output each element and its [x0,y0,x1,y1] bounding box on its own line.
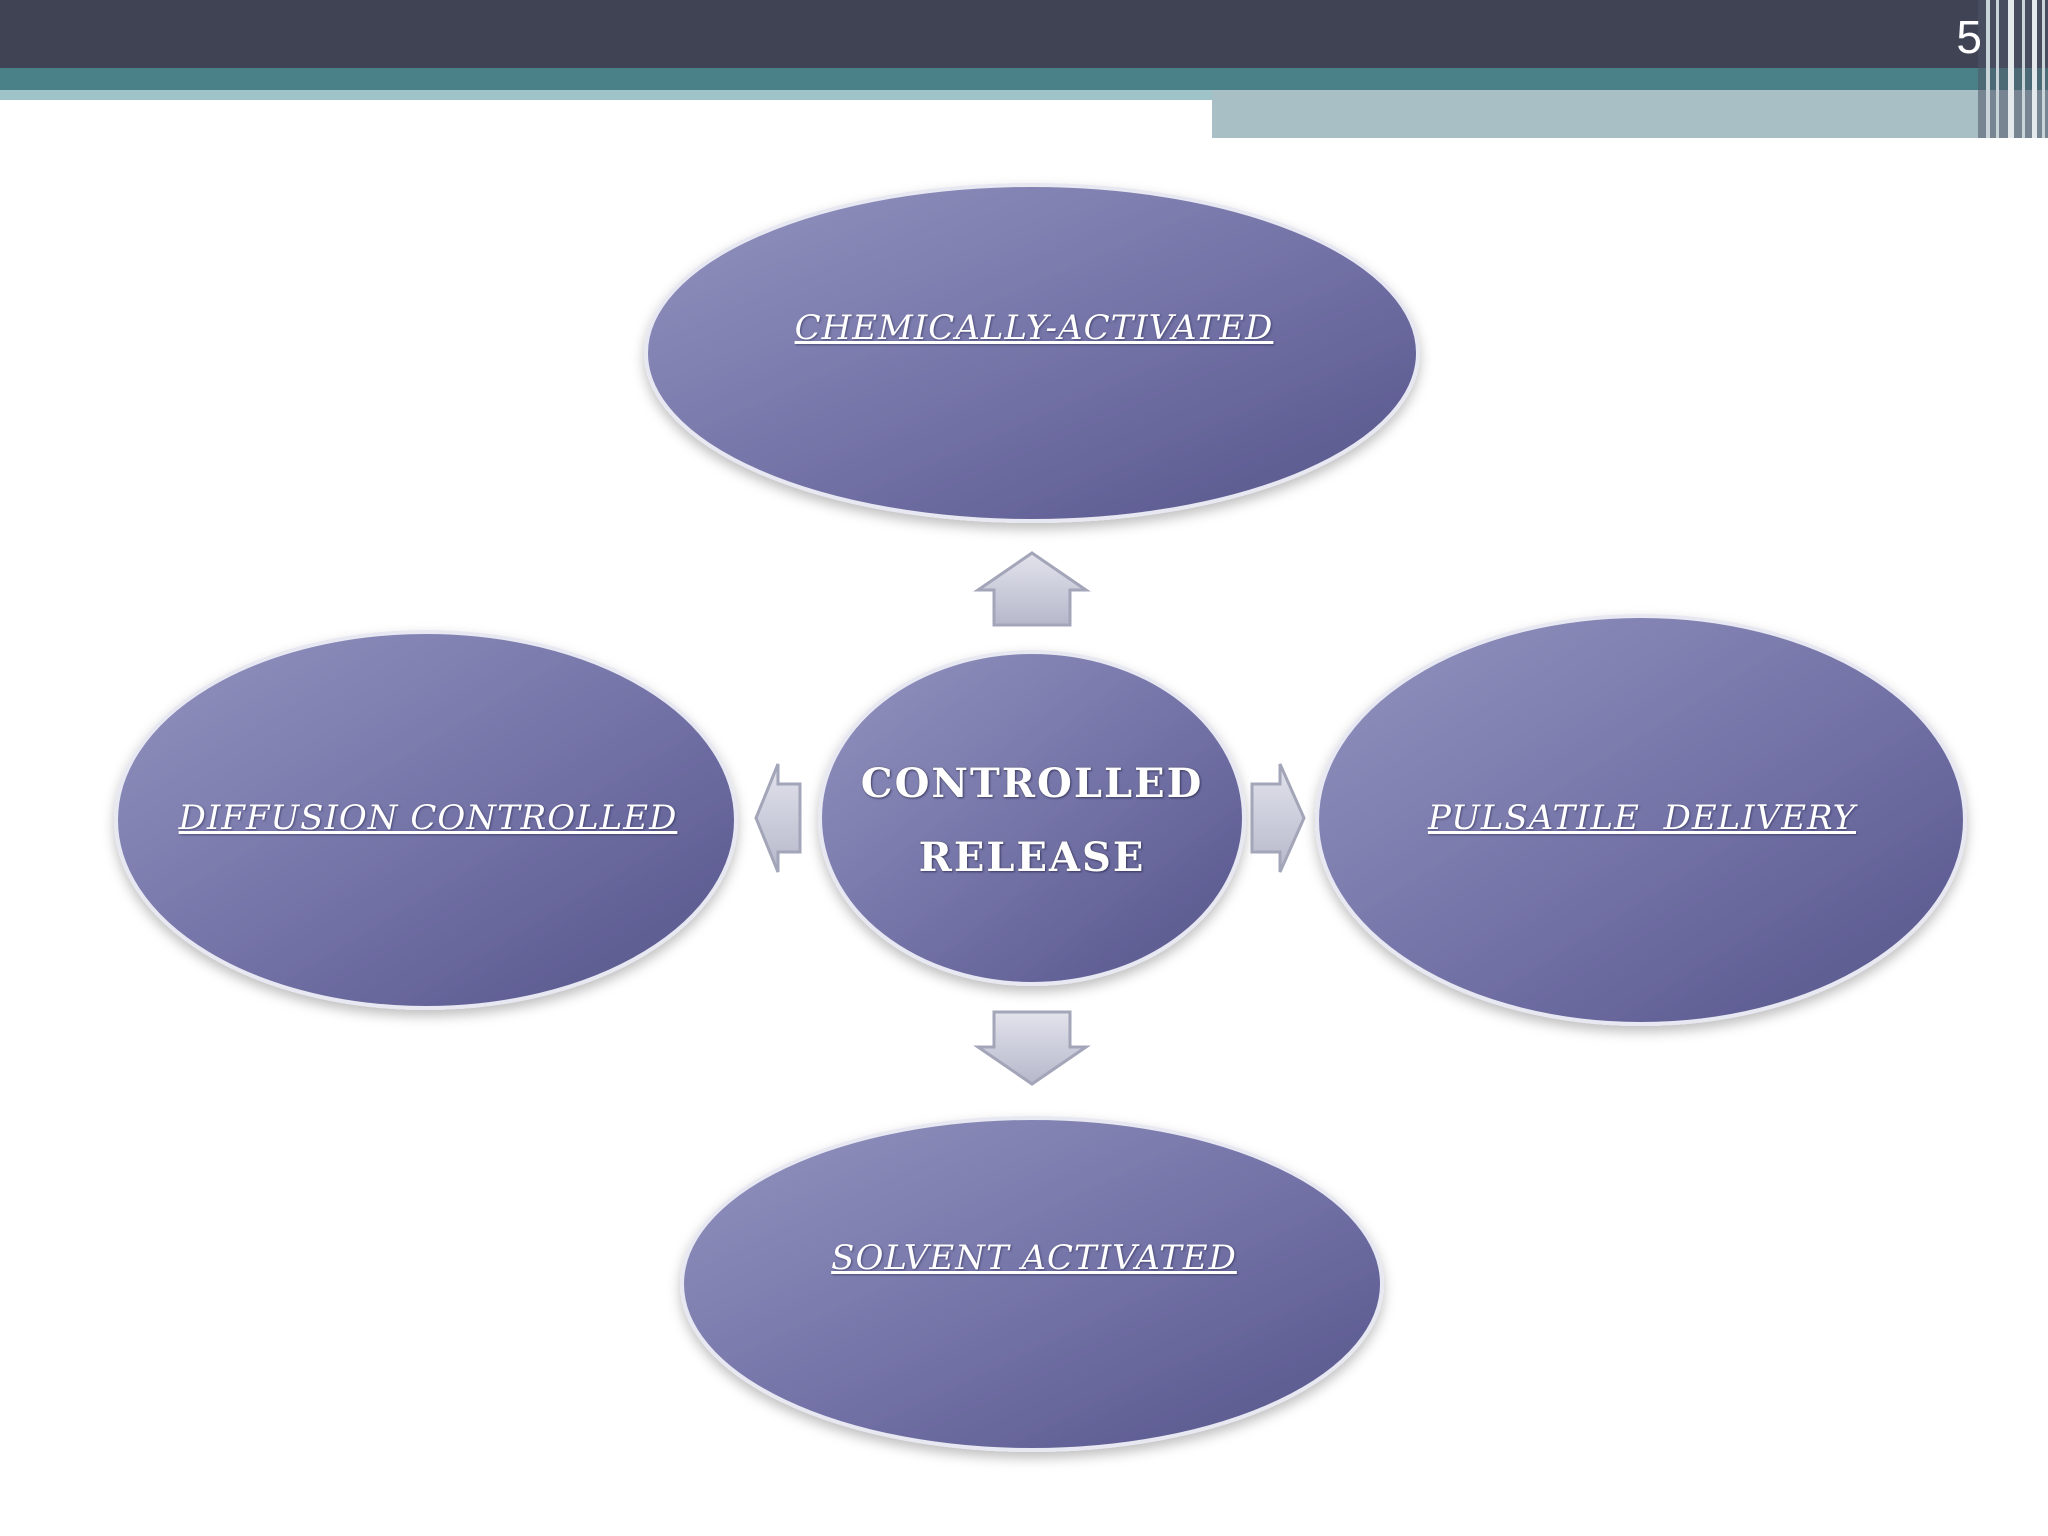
node-right-label: PULSATILE DELIVERY [1427,798,1857,838]
header-stripes [1978,0,2048,138]
arrow-up [973,551,1091,627]
arrow-right [1250,763,1306,873]
center-label-line1: CONTROLLED [860,760,1204,807]
node-top-ellipse [644,183,1420,523]
arrow-left [754,763,802,873]
node-left-label: DIFFUSION CONTROLLED [178,798,678,838]
page-number: 5 [1956,11,1982,63]
header-bar-light-left [0,90,1212,100]
node-left-ellipse [114,630,738,1010]
arrow-down [973,1010,1091,1086]
header-bar-teal [0,68,2048,90]
center-ellipse [818,650,1246,986]
header-bar-dark [0,0,2048,68]
node-top-label: CHEMICALLY-ACTIVATED [794,308,1274,348]
header-bar-light-right [1212,90,2048,138]
node-bottom-label: SOLVENT ACTIVATED [831,1238,1237,1278]
node-bottom-ellipse [680,1116,1384,1452]
center-label-line2: RELEASE [918,834,1146,881]
node-right-ellipse [1315,614,1967,1026]
